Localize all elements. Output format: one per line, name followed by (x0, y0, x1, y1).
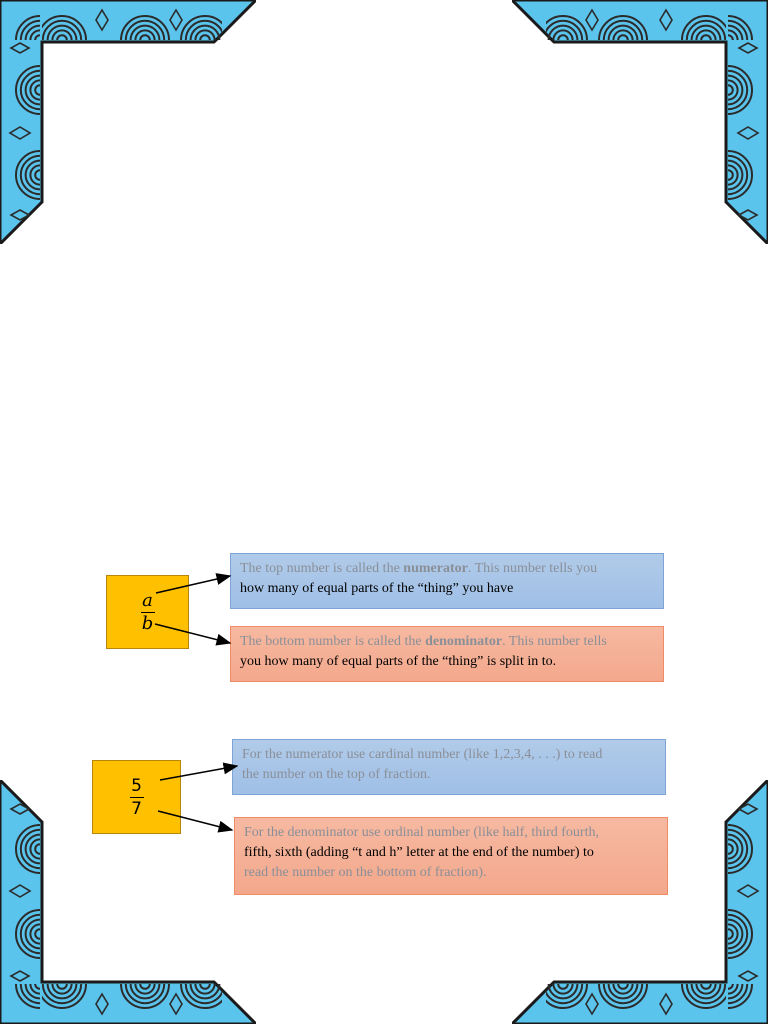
denominator-explanation-box: The bottom number is called the denomina… (230, 626, 664, 682)
denominator-term: denominator (425, 634, 503, 649)
frame-corner-top-right (512, 0, 768, 244)
fraction-bar (129, 796, 144, 798)
numerator-explanation-line-1: The top number is called the numerator. … (240, 559, 654, 579)
fraction-denominator-variable: b (141, 612, 154, 634)
fraction-denominator-number: 7 (131, 798, 142, 819)
ordinal-explanation-box: For the denominator use ordinal number (… (234, 817, 668, 895)
numerator-text-after: . This number tells you (467, 561, 598, 576)
frame-corner-bottom-left (0, 780, 256, 1024)
fraction-numbers-box: 5 7 (92, 760, 181, 834)
fraction-numerator-variable: a (142, 589, 153, 611)
numerator-text-before: The top number is called the (240, 561, 404, 576)
cardinal-explanation-line-1: For the numerator use cardinal number (l… (242, 747, 603, 762)
fraction-numerator-number: 5 (131, 775, 142, 796)
cardinal-explanation-box: For the numerator use cardinal number (l… (232, 739, 666, 795)
denominator-text-before: The bottom number is called the (240, 634, 426, 649)
ordinal-explanation-line-1: For the denominator use ordinal number (… (244, 825, 599, 840)
denominator-text-after: . This number tells (502, 634, 607, 649)
ordinal-explanation-line-2: fifth, sixth (adding “t and h” letter at… (244, 845, 594, 860)
denominator-explanation-line-2: you how many of equal parts of the “thin… (240, 654, 557, 669)
numerator-term: numerator (403, 561, 468, 576)
frame-corner-top-left (0, 0, 256, 244)
cardinal-explanation-line-2: the number on the top of fraction. (242, 767, 431, 782)
frame-corner-bottom-right (512, 780, 768, 1024)
fraction-bar (140, 611, 155, 613)
denominator-explanation-line-1: The bottom number is called the denomina… (240, 632, 654, 652)
ordinal-explanation-line-3: read the number on the bottom of fractio… (244, 865, 487, 880)
fraction-variables-box: a b (106, 575, 189, 649)
numerator-explanation-line-2: how many of equal parts of the “thing” y… (240, 581, 514, 596)
numerator-explanation-box: The top number is called the numerator. … (230, 553, 664, 609)
